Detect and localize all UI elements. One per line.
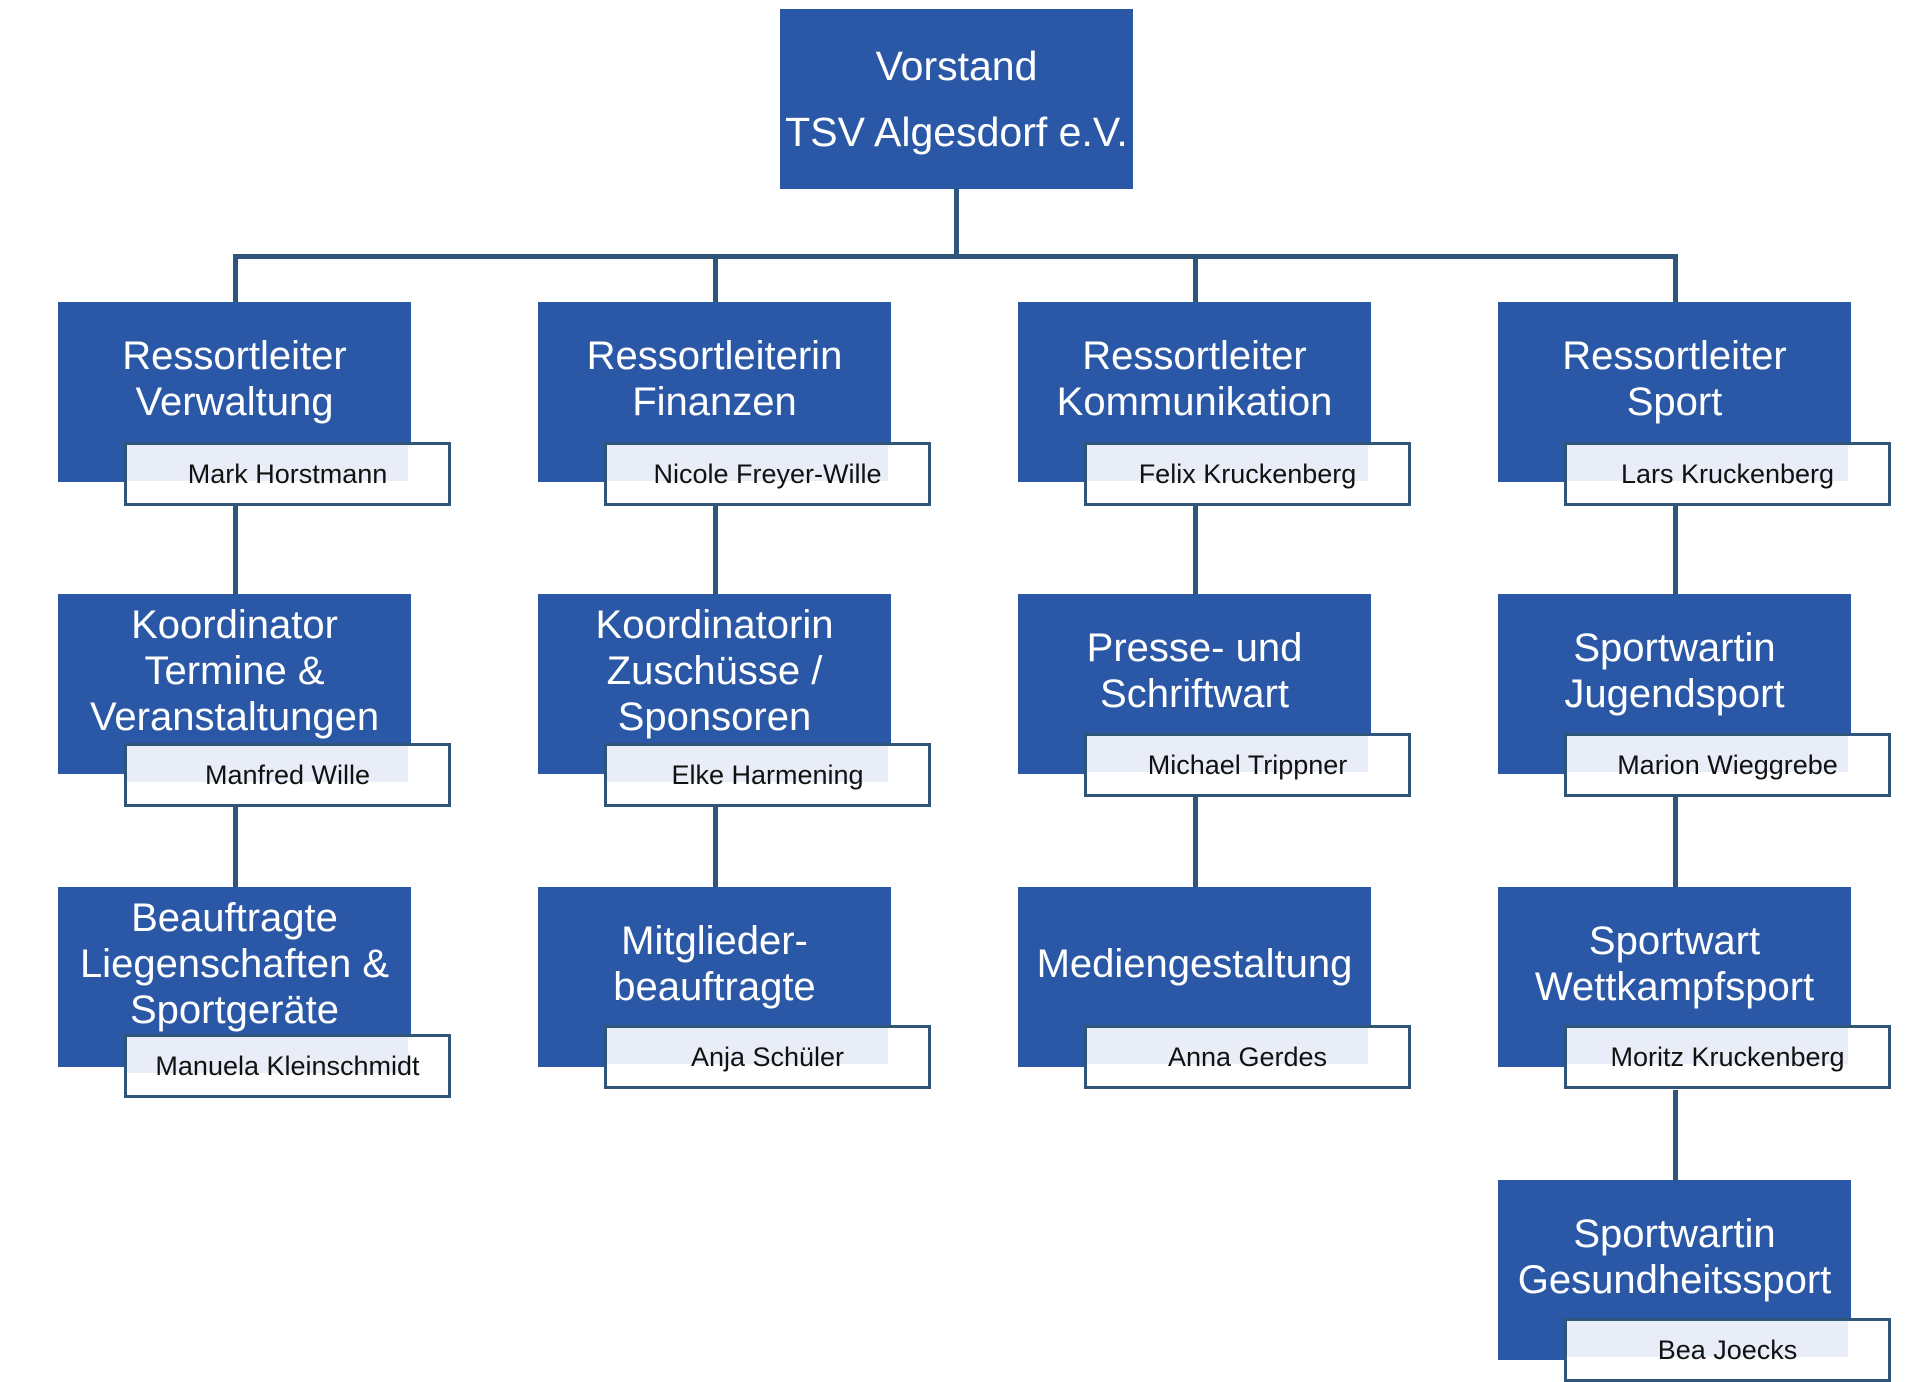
connector-drop-col-3 xyxy=(1193,254,1198,302)
connector-col-1-level-1 xyxy=(233,502,238,594)
person-name: Anja Schüler xyxy=(690,1041,845,1072)
person-name: Marion Wieggrebe xyxy=(1617,749,1838,780)
board-box: Vorstand TSV Algesdorf e.V. xyxy=(780,9,1133,189)
connector-col-1-level-2 xyxy=(233,807,238,887)
connector-drop-col-2 xyxy=(713,254,718,302)
person-name-box: Marion Wieggrebe xyxy=(1564,733,1891,797)
role-box: Koordinator Termine & Veranstaltungen xyxy=(58,594,411,774)
person-name: Moritz Kruckenberg xyxy=(1610,1041,1845,1072)
connector-col-4-level-1 xyxy=(1673,502,1678,594)
board-title: Vorstand xyxy=(875,43,1038,89)
person-name: Michael Trippner xyxy=(1147,749,1348,780)
connector-col-2-level-1 xyxy=(713,502,718,594)
person-name-box: Lars Kruckenberg xyxy=(1564,442,1891,506)
person-name: Anna Gerdes xyxy=(1167,1041,1328,1072)
role-title: Mediengestaltung xyxy=(1036,942,1353,986)
person-name-box: Felix Kruckenberg xyxy=(1084,442,1411,506)
connector-col-3-level-2 xyxy=(1193,797,1198,887)
person-name: Manuela Kleinschmidt xyxy=(155,1050,420,1081)
role-title: Mitglieder- beauftragte xyxy=(613,919,816,1009)
board-club-name: TSV Algesdorf e.V. xyxy=(785,109,1128,155)
role-title: Sportwart Wettkampfsport xyxy=(1534,919,1815,1009)
role-title: Ressortleiterin Finanzen xyxy=(586,334,843,424)
connector-bus xyxy=(233,254,1673,259)
connector-trunk xyxy=(954,189,959,259)
person-name: Lars Kruckenberg xyxy=(1620,458,1835,489)
connector-col-4-level-2 xyxy=(1673,797,1678,887)
person-name: Felix Kruckenberg xyxy=(1138,458,1357,489)
role-title: Sportwartin Jugendsport xyxy=(1564,626,1785,716)
person-name-box: Elke Harmening xyxy=(604,743,931,807)
connector-col-4-level-3 xyxy=(1673,1090,1678,1180)
person-name-box: Mark Horstmann xyxy=(124,442,451,506)
person-name: Mark Horstmann xyxy=(187,458,388,489)
role-title: Ressortleiter Sport xyxy=(1562,334,1787,424)
role-box: Sportwartin Gesundheitssport xyxy=(1498,1180,1851,1360)
connector-drop-col-4 xyxy=(1673,254,1678,302)
connector-col-3-level-1 xyxy=(1193,502,1198,594)
role-title: Koordinator Termine & Veranstaltungen xyxy=(89,603,380,739)
role-title: Sportwartin Gesundheitssport xyxy=(1517,1212,1832,1302)
role-title: Koordinatorin Zuschüsse / Sponsoren xyxy=(595,603,834,739)
person-name-box: Michael Trippner xyxy=(1084,733,1411,797)
person-name-box: Moritz Kruckenberg xyxy=(1564,1025,1891,1089)
connector-drop-col-1 xyxy=(233,254,238,302)
person-name-box: Manfred Wille xyxy=(124,743,451,807)
role-title: Beauftragte Liegenschaften & Sportgeräte xyxy=(79,896,390,1032)
connector-col-2-level-2 xyxy=(713,807,718,887)
person-name: Manfred Wille xyxy=(204,759,371,790)
person-name-box: Anna Gerdes xyxy=(1084,1025,1411,1089)
person-name-box: Manuela Kleinschmidt xyxy=(124,1034,451,1098)
person-name-box: Bea Joecks xyxy=(1564,1318,1891,1382)
role-title: Ressortleiter Verwaltung xyxy=(122,334,347,424)
person-name: Elke Harmening xyxy=(671,759,864,790)
person-name: Bea Joecks xyxy=(1657,1334,1798,1365)
person-name: Nicole Freyer-Wille xyxy=(653,458,882,489)
role-title: Ressortleiter Kommunikation xyxy=(1056,334,1333,424)
person-name-box: Anja Schüler xyxy=(604,1025,931,1089)
role-title: Presse- und Schriftwart xyxy=(1086,626,1303,716)
role-box: Beauftragte Liegenschaften & Sportgeräte xyxy=(58,887,411,1067)
person-name-box: Nicole Freyer-Wille xyxy=(604,442,931,506)
